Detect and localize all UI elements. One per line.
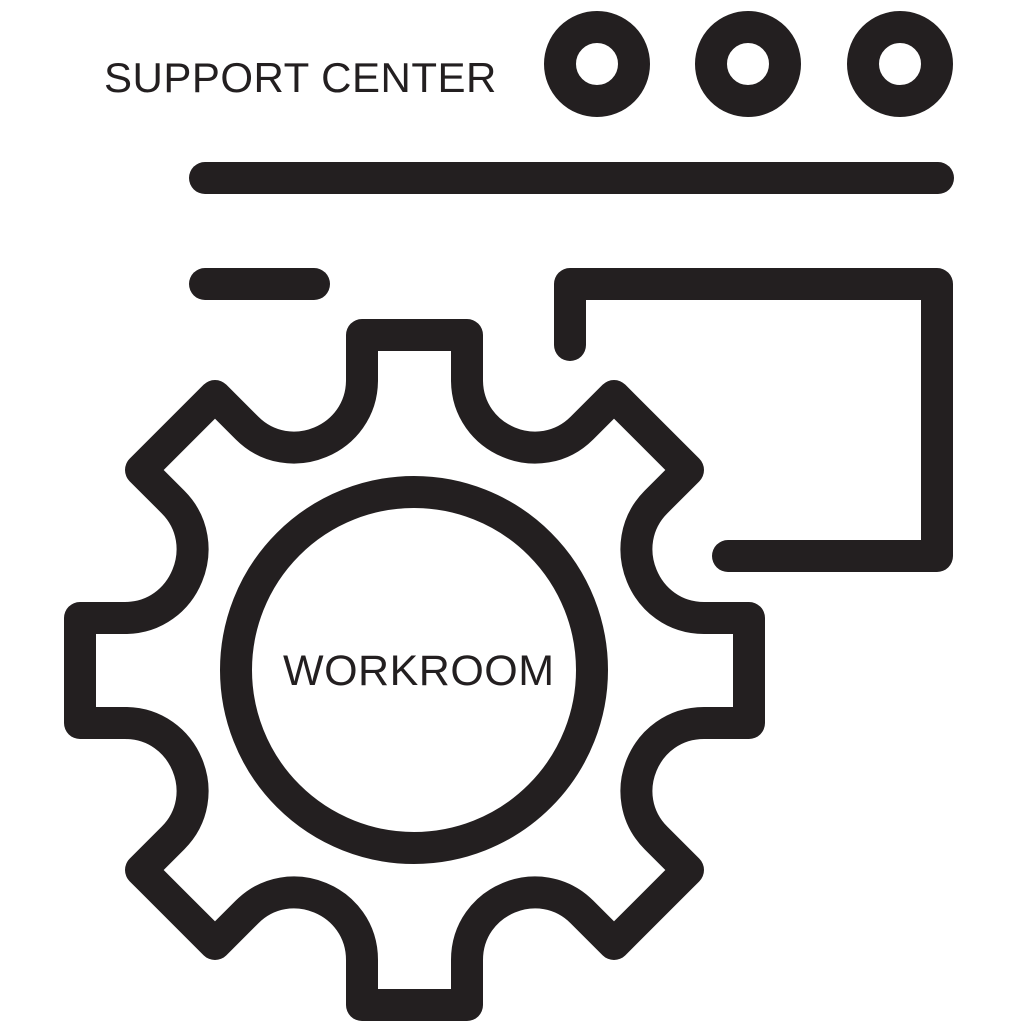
window-control-circle-icon-2: [695, 11, 801, 117]
gear-center-label: WORKROOM: [283, 647, 555, 695]
content-box-frame: [554, 268, 953, 572]
window-control-circle-icon-3: [847, 11, 953, 117]
page-title: SUPPORT CENTER: [104, 54, 497, 101]
gear-inner-circle: [220, 476, 608, 864]
gear-icon: [64, 319, 765, 1021]
window-control-circle-icon-1: [544, 11, 650, 117]
